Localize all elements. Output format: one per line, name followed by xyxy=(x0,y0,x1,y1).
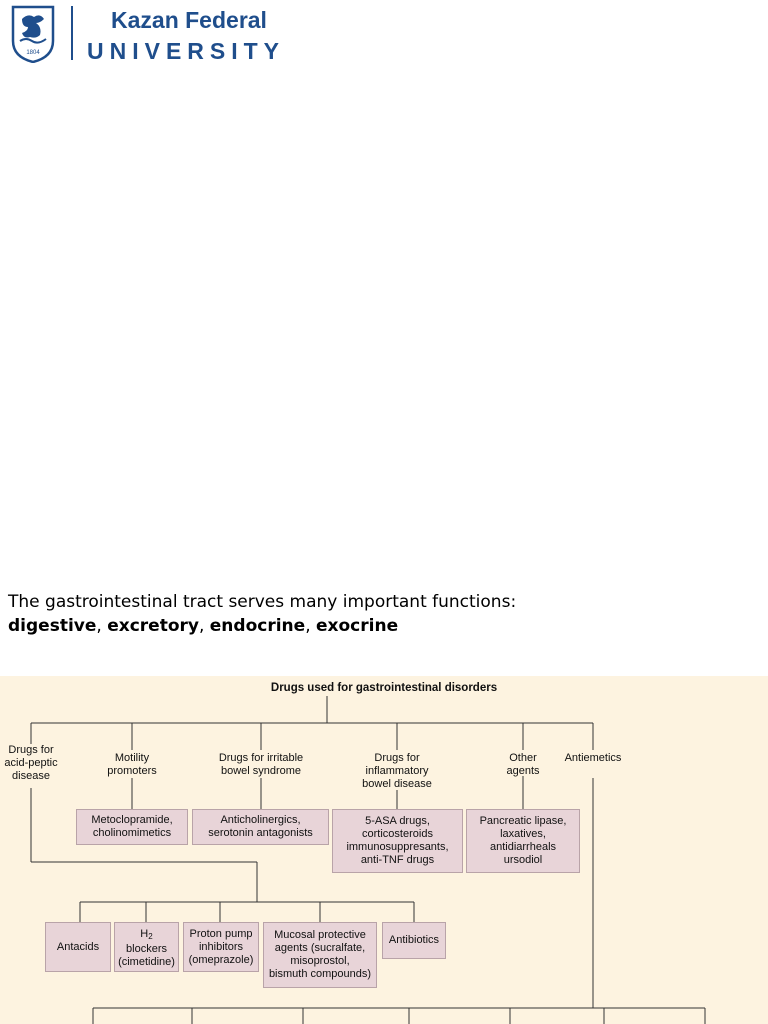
function-separator: , xyxy=(305,616,316,636)
category-antiemetics: Antiemetics xyxy=(564,752,622,764)
category-acid-peptic: Drugs for acid-peptic disease xyxy=(4,744,58,782)
function-endocrine: endocrine xyxy=(209,616,306,636)
h2-letter: H xyxy=(140,928,149,940)
category-other-agents: Other agents xyxy=(506,752,540,777)
box-antibiotics: Antibiotics xyxy=(382,922,446,959)
brand-name-line1: Kazan Federal xyxy=(111,7,267,33)
box-proton-pump-inhibitors: Proton pump inhibitors (omeprazole) xyxy=(183,922,259,972)
category-ibs: Drugs for irritable bowel syndrome xyxy=(218,752,304,777)
box-h2-blockers: H2 blockers (cimetidine) xyxy=(114,922,179,972)
logo-divider xyxy=(71,6,73,60)
drug-classification-diagram: Drugs used for gastrointestinal disorder… xyxy=(0,676,768,1024)
function-separator: , xyxy=(96,616,108,636)
box-motility-drugs: Metoclopramide, cholinomimetics xyxy=(76,809,188,845)
diagram-title: Drugs used for gastrointestinal disorder… xyxy=(270,682,498,694)
h2-text: blockers (cimetidine) xyxy=(118,943,175,968)
box-antacids: Antacids xyxy=(45,922,111,972)
university-logo-icon: 1804 xyxy=(10,5,56,64)
diagram-connectors xyxy=(30,696,706,1024)
intro-line1: The gastrointestinal tract serves many i… xyxy=(8,592,517,612)
logo-year-text: 1804 xyxy=(26,50,40,56)
category-motility-promoters: Motility promoters xyxy=(107,752,157,777)
function-exocrine: exocrine xyxy=(316,616,399,636)
box-mucosal-protective: Mucosal protective agents (sucralfate, m… xyxy=(263,922,377,988)
intro-text: The gastrointestinal tract serves many i… xyxy=(8,590,516,638)
category-ibd: Drugs for inflammatory bowel disease xyxy=(362,752,432,790)
box-ibd-drugs: 5-ASA drugs, corticosteroids immunosuppr… xyxy=(332,809,463,873)
box-ibs-drugs: Anticholinergics, serotonin antagonists xyxy=(192,809,329,845)
functions-list: digestive, excretory, endocrine, exocrin… xyxy=(8,614,516,638)
function-separator: , xyxy=(198,616,210,636)
function-digestive: digestive xyxy=(8,616,97,636)
brand-name-line2: UNIVERSITY xyxy=(87,38,286,64)
h2-subscript: 2 xyxy=(148,932,153,941)
function-excretory: excretory xyxy=(107,616,199,636)
box-other-agents: Pancreatic lipase, laxatives, antidiarrh… xyxy=(466,809,580,873)
